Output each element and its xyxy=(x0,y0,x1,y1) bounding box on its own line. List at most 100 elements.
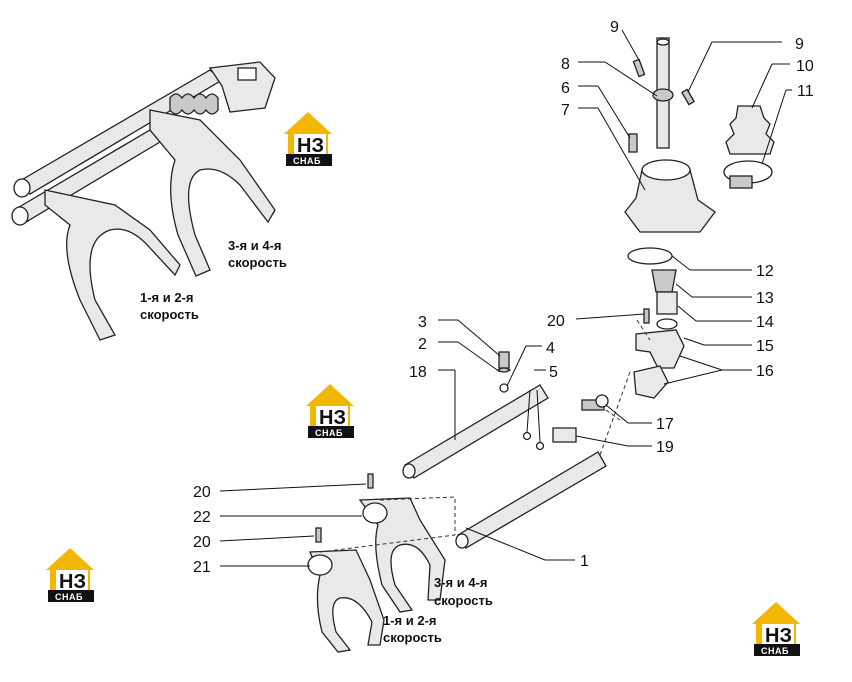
spring-13 xyxy=(651,269,677,293)
caption-3-4-bottom-line2: скорость xyxy=(434,593,493,608)
leader-20-mid xyxy=(219,483,367,492)
leader-2 xyxy=(457,341,501,373)
detent-spring xyxy=(169,93,219,115)
shaft-18-end xyxy=(402,463,416,479)
watermark-logo-4: НЗ СНАБ xyxy=(752,602,800,656)
callout-18: 18 xyxy=(409,364,427,381)
leader-11 xyxy=(761,89,787,165)
shaft-1-end xyxy=(455,533,469,549)
leader-lines xyxy=(219,29,792,567)
callout-11: 11 xyxy=(797,83,814,100)
callout-19: 19 xyxy=(656,439,674,456)
callout-21: 21 xyxy=(193,559,211,576)
callout-9-right: 9 xyxy=(795,36,804,53)
fork-assembly-bottom xyxy=(307,473,456,653)
fork-22 xyxy=(358,497,446,613)
pin-20-bottom xyxy=(315,527,322,543)
leader-13 xyxy=(675,283,693,298)
callout-20-mid: 20 xyxy=(193,484,211,501)
caption-3-4-top-line2: скорость xyxy=(228,255,287,270)
callout-2: 2 xyxy=(418,336,427,353)
assembly-line-bottom xyxy=(319,496,456,553)
rod-end-upper xyxy=(13,178,31,198)
caption-1-2-top-line2: скорость xyxy=(140,307,199,322)
callout-20-top: 20 xyxy=(547,313,565,330)
leader-16b xyxy=(663,369,723,385)
fork-21-hub xyxy=(307,554,333,576)
svg-text:СНАБ: СНАБ xyxy=(55,592,83,602)
ball-5a xyxy=(522,431,532,441)
o-ring xyxy=(627,247,673,265)
callout-5: 5 xyxy=(549,364,558,381)
pin-9-left xyxy=(632,58,646,78)
callout-12: 12 xyxy=(756,263,774,280)
callout-6: 6 xyxy=(561,80,570,97)
leader-9-left xyxy=(621,29,641,63)
leader-7 xyxy=(597,107,646,191)
callout-17: 17 xyxy=(656,416,674,433)
svg-text:НЗ: НЗ xyxy=(319,407,346,429)
leader-19 xyxy=(575,435,629,447)
svg-text:СНАБ: СНАБ xyxy=(315,428,343,438)
lever-housing xyxy=(624,169,716,233)
svg-text:НЗ: НЗ xyxy=(59,571,86,593)
caption-1-2-bottom-line2: скорость xyxy=(383,630,442,645)
bushing-14 xyxy=(656,291,678,315)
callout-9-left: 9 xyxy=(610,19,619,36)
callout-labels: 9 9 8 10 6 11 7 12 13 20 14 3 2 4 15 18 … xyxy=(193,19,814,576)
leader-15 xyxy=(683,337,705,346)
leader-14 xyxy=(677,305,697,322)
shafts-group xyxy=(402,308,650,549)
rubber-boot xyxy=(725,105,775,155)
caption-3-4-bottom-line1: 3-я и 4-я xyxy=(434,575,488,590)
leader-8 xyxy=(604,61,658,97)
leader-17 xyxy=(605,404,629,424)
plate-19 xyxy=(552,427,577,443)
fork-1-2-top xyxy=(44,189,181,341)
svg-text:СНАБ: СНАБ xyxy=(293,156,321,166)
caption-3-4-top-line1: 3-я и 4-я xyxy=(228,238,282,253)
svg-text:СНАБ: СНАБ xyxy=(761,646,789,656)
leader-20-top xyxy=(575,313,645,320)
callout-22: 22 xyxy=(193,509,211,526)
rod-end-lower xyxy=(11,206,29,226)
callout-10: 10 xyxy=(796,58,814,75)
bolt-17-head xyxy=(595,394,609,408)
selector-bracket xyxy=(208,61,276,113)
fork-21 xyxy=(309,549,385,653)
watermark-logo-1: НЗ СНАБ xyxy=(284,112,332,166)
caption-1-2-top-line1: 1-я и 2-я xyxy=(140,290,194,305)
callout-13: 13 xyxy=(756,290,774,307)
callout-8: 8 xyxy=(561,56,570,73)
leader-9-right xyxy=(687,41,713,93)
interlock-16 xyxy=(633,365,669,399)
fork-3-4-top xyxy=(149,109,276,277)
leader-16a xyxy=(679,355,723,371)
leader-10 xyxy=(751,63,773,109)
pin-20-mid xyxy=(367,473,374,489)
leader-20-bottom xyxy=(219,535,315,542)
fork-assembly-top xyxy=(11,61,276,341)
leader-12 xyxy=(671,255,691,271)
pin-9-right xyxy=(681,88,695,106)
ball-guide-2 xyxy=(536,389,541,443)
callout-4: 4 xyxy=(546,340,555,357)
watermark-logo-3: НЗ СНАБ xyxy=(46,548,94,602)
leader-6 xyxy=(597,85,631,139)
callout-14: 14 xyxy=(756,314,774,331)
ball-4 xyxy=(499,383,509,393)
leader-4 xyxy=(506,345,527,387)
callout-3: 3 xyxy=(418,314,427,331)
ball-5b xyxy=(535,441,545,451)
lever-ball xyxy=(652,88,674,102)
callout-15: 15 xyxy=(756,338,774,355)
callout-20-bottom: 20 xyxy=(193,534,211,551)
callout-1: 1 xyxy=(580,553,589,570)
screw-6 xyxy=(628,133,638,153)
pin-20-top xyxy=(643,308,650,324)
fork-22-hub xyxy=(362,502,388,524)
leader-3 xyxy=(457,319,501,357)
svg-text:НЗ: НЗ xyxy=(297,135,324,157)
screw-3 xyxy=(498,351,510,369)
